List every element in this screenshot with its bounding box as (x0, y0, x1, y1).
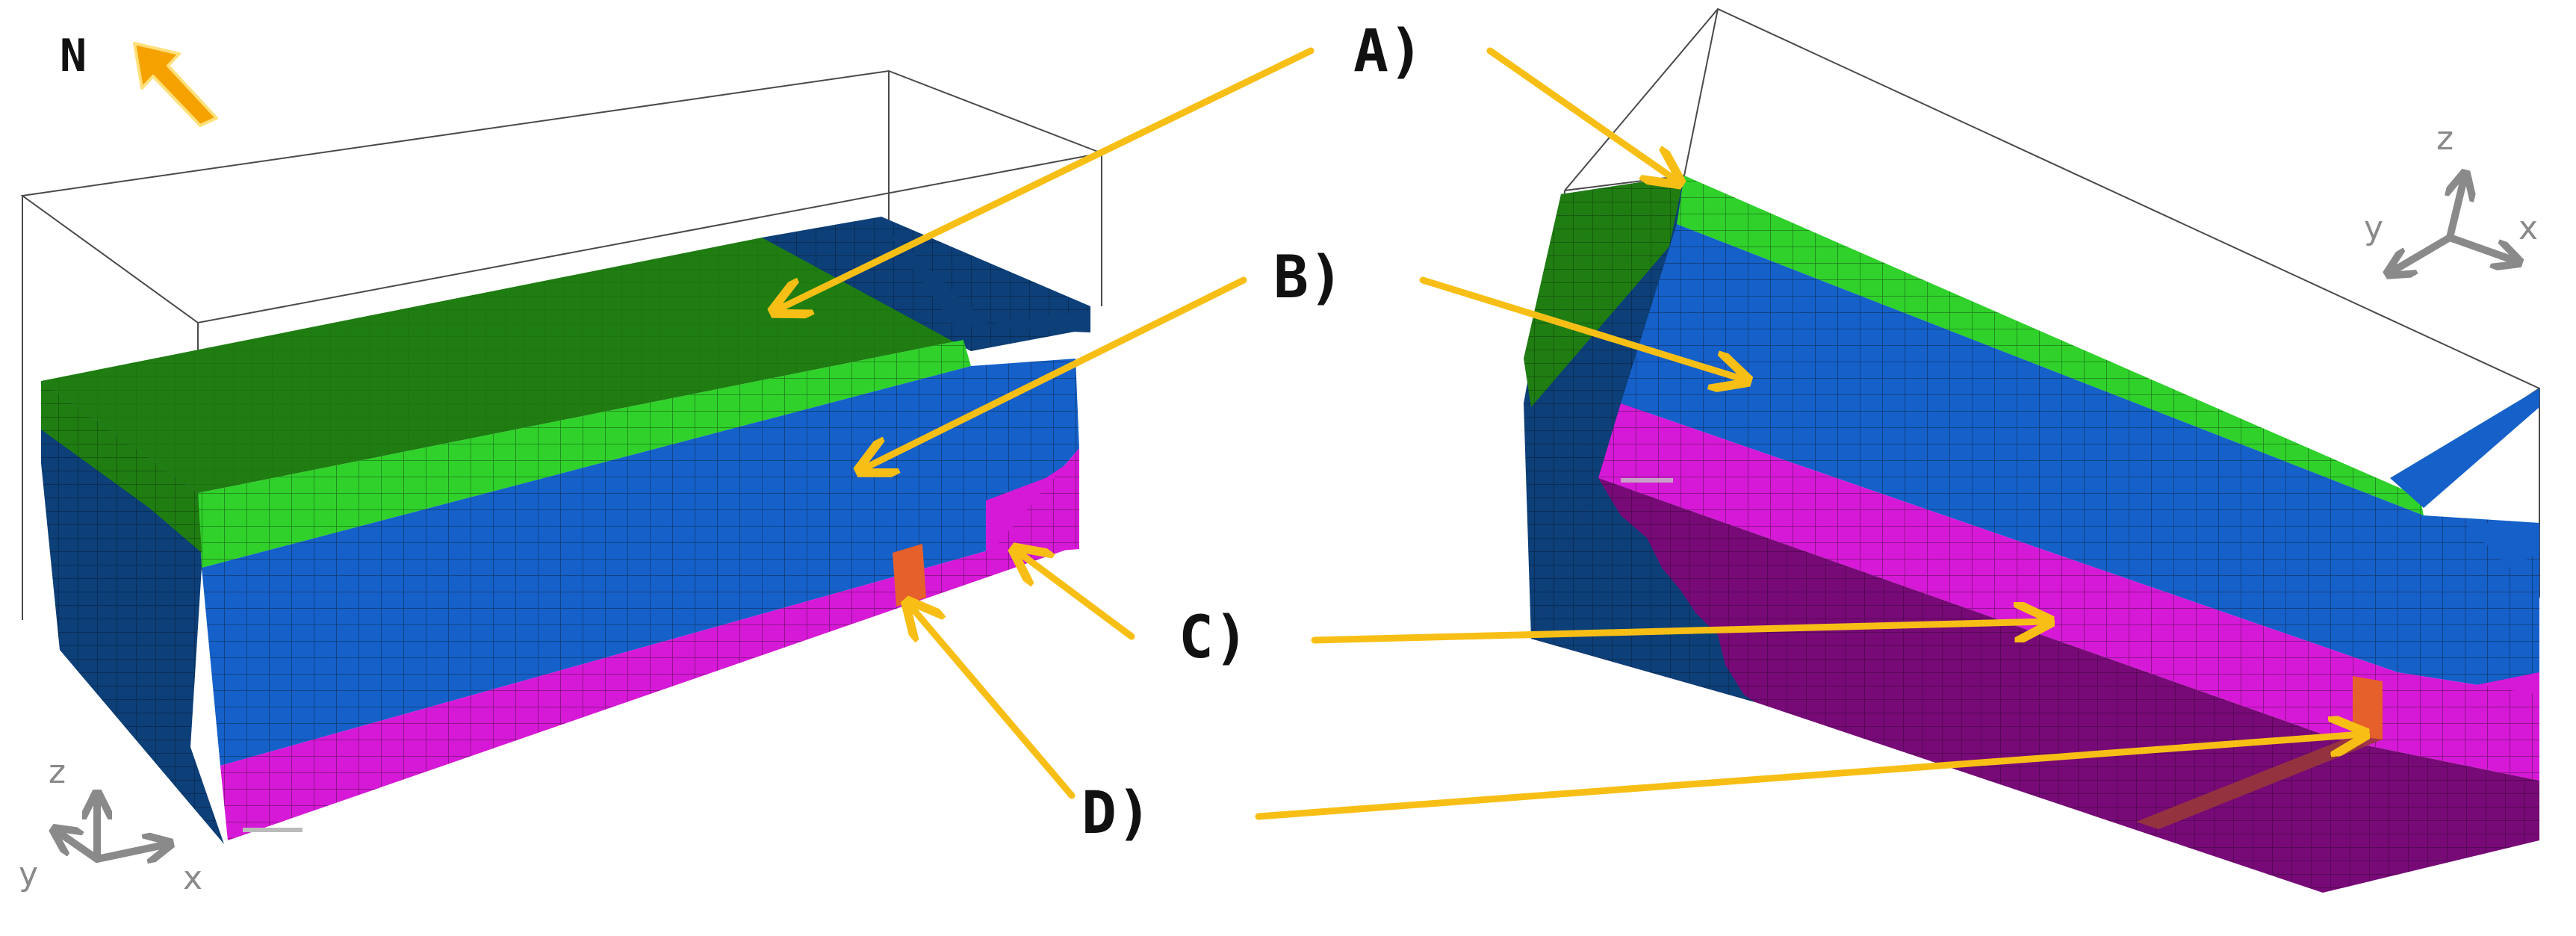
axis-triad-right (2390, 176, 2517, 273)
left-feature-d-column (893, 544, 926, 607)
label-b: B) (1273, 244, 1344, 312)
left-model (20, 69, 1105, 844)
axis-left-y-label: y (19, 855, 38, 893)
callout-arrows (777, 47, 2362, 820)
arrow-a-to-left (777, 47, 1315, 310)
arrow-c-to-left (1017, 551, 1135, 640)
label-a: A) (1353, 18, 1424, 85)
right-feature-d-column (2353, 676, 2383, 740)
label-d: D) (1081, 780, 1152, 847)
arrow-a-to-right (1486, 47, 1677, 181)
axis-right-y-label: y (2364, 209, 2383, 247)
right-model (1524, 7, 2540, 893)
arrow-d-to-left (910, 605, 1076, 799)
arrow-b-to-left (863, 276, 1247, 469)
axis-right-z-label: z (2436, 120, 2454, 158)
arrow-b-to-right (1419, 276, 1744, 379)
label-c: C) (1179, 604, 1249, 672)
axis-right-x-label: x (2518, 209, 2538, 247)
axis-left-x-label: x (183, 859, 202, 897)
axis-triad-left (56, 796, 168, 859)
north-indicator: N (60, 30, 218, 127)
arrow-d-to-right (1255, 734, 2362, 820)
arrow-c-to-right (1311, 622, 2046, 644)
right-feature-d-trace (2136, 736, 2383, 829)
axis-left-z-label: z (49, 753, 66, 791)
north-label: N (60, 30, 87, 82)
north-arrow-icon (133, 42, 218, 127)
